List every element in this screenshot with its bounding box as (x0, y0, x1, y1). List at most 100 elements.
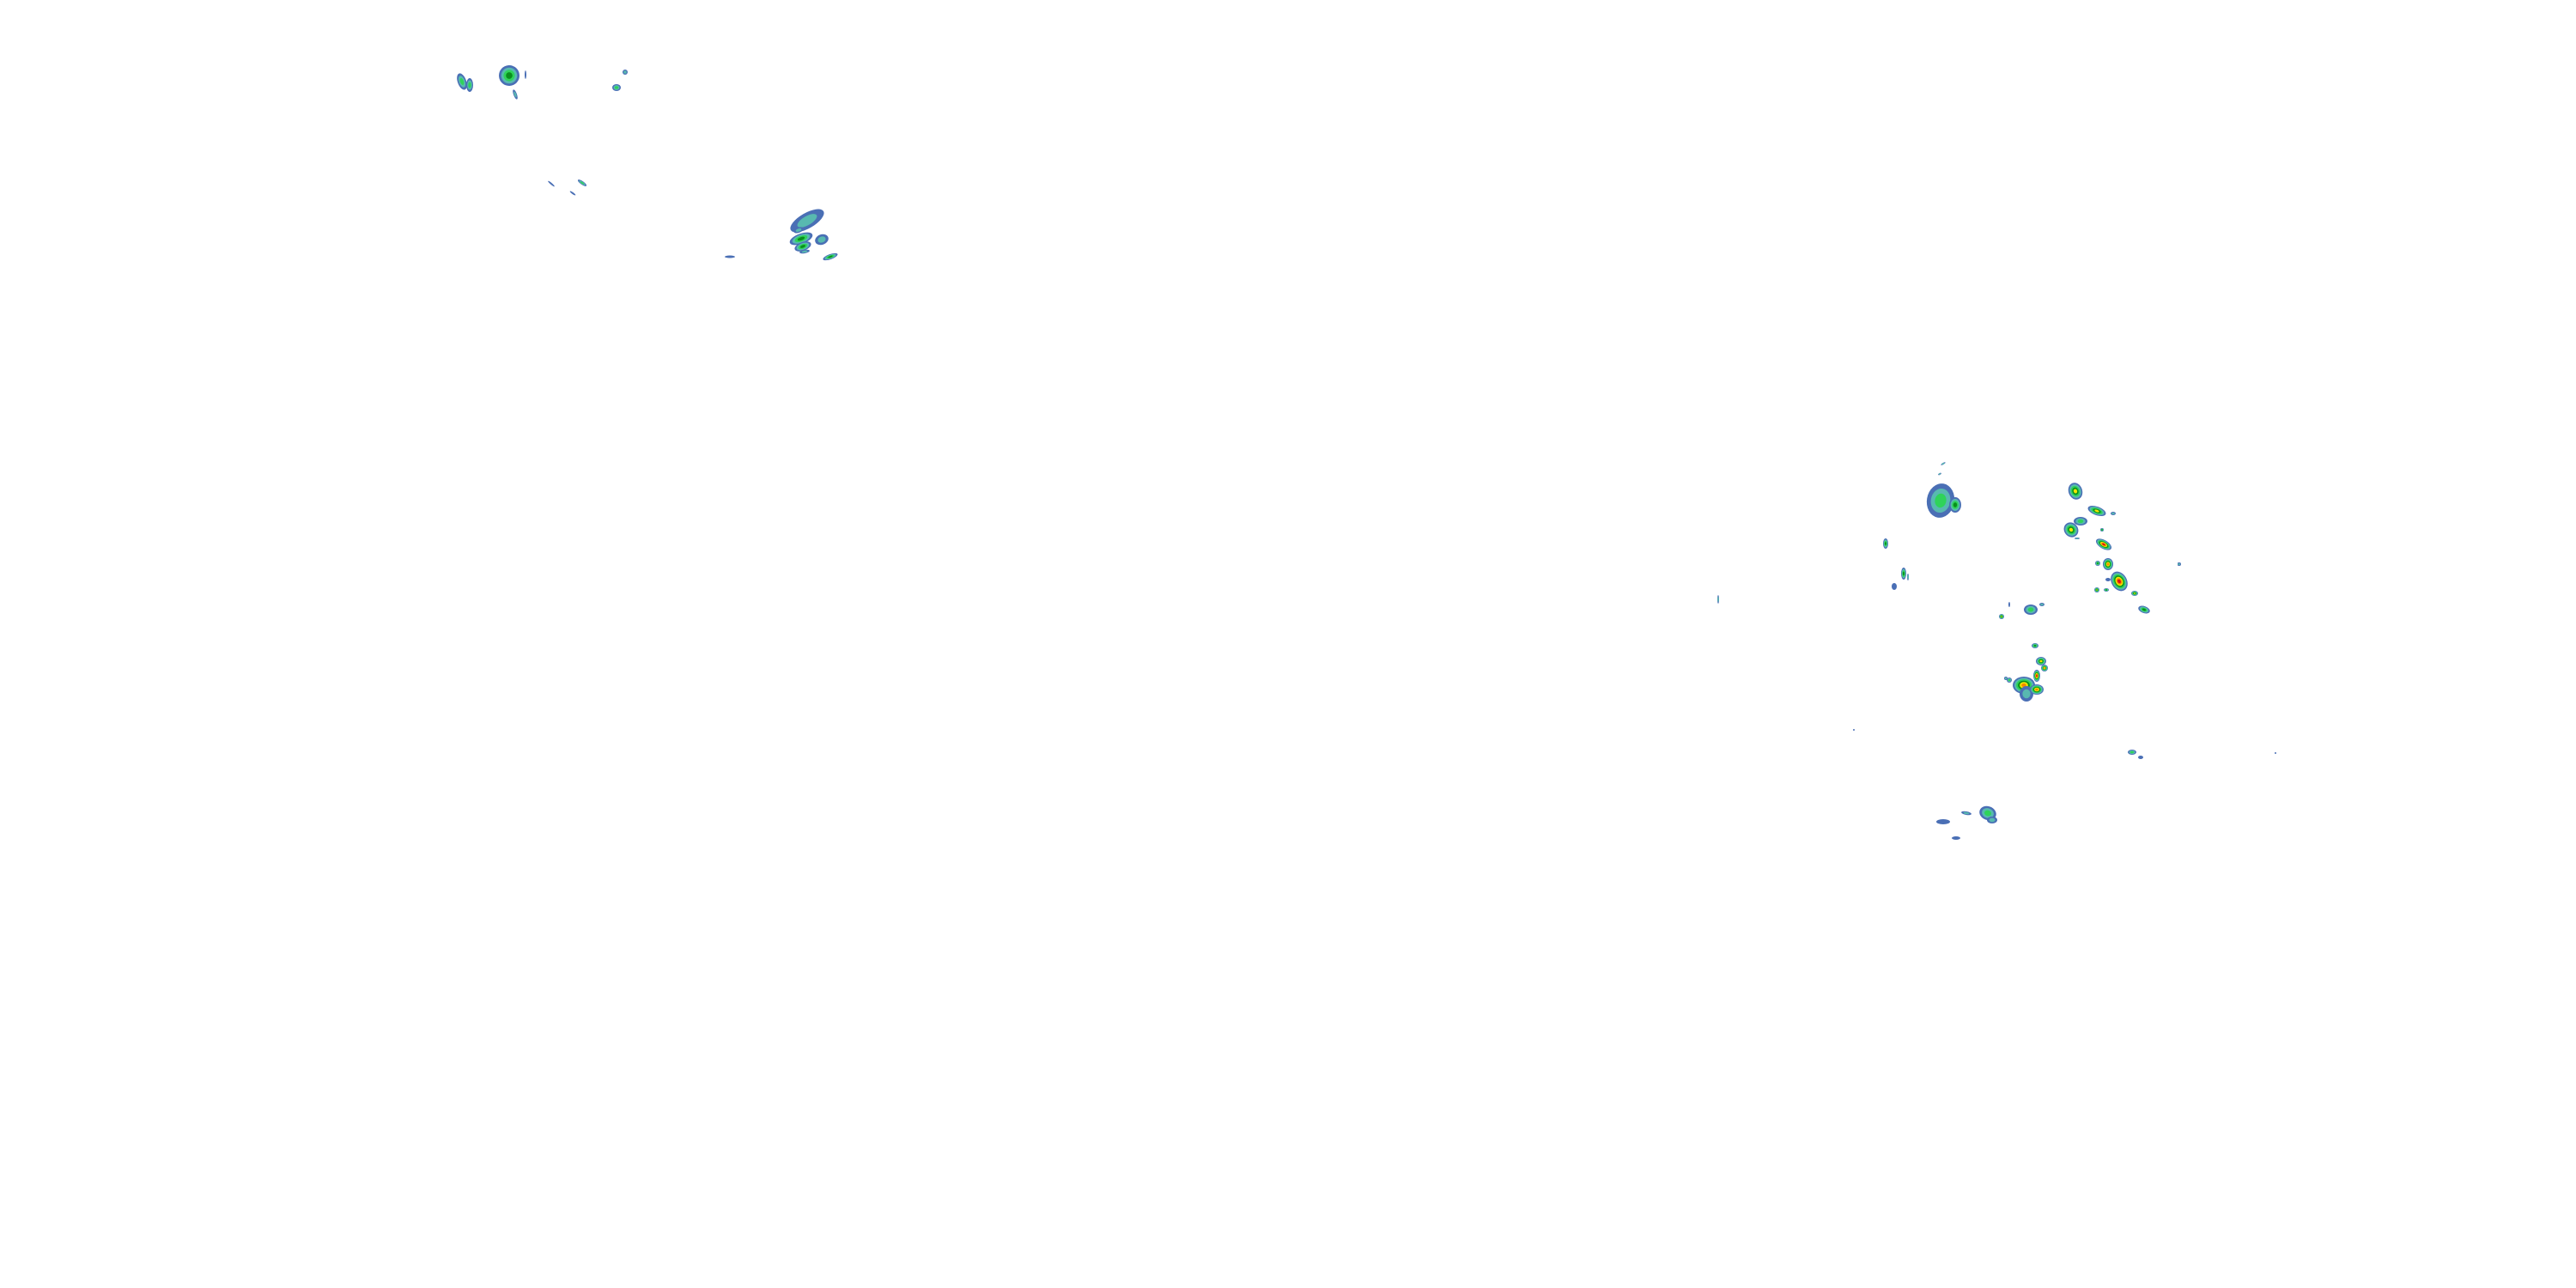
precipitation-cell (2094, 587, 2099, 592)
precipitation-cell (2178, 562, 2179, 566)
reflectivity-band (797, 214, 817, 228)
precipitation-cell (2030, 684, 2044, 695)
precipitation-cells (457, 65, 2276, 840)
precipitation-cell (2007, 677, 2012, 683)
reflectivity-band (2105, 578, 2111, 581)
precipitation-cell (2275, 752, 2276, 754)
precipitation-cell (1999, 614, 2004, 619)
precipitation-cell (2068, 483, 2083, 500)
reflectivity-band (2142, 608, 2147, 611)
reflectivity-band (614, 86, 619, 89)
precipitation-cell (1961, 811, 1971, 816)
precipitation-cell (2105, 578, 2111, 581)
reflectivity-band (797, 236, 805, 241)
precipitation-cell (457, 73, 467, 90)
precipitation-cell (499, 65, 519, 86)
reflectivity-band (2021, 683, 2026, 688)
reflectivity-band (2106, 562, 2110, 566)
precipitation-cell (725, 255, 735, 258)
reflectivity-band (1963, 811, 1970, 815)
reflectivity-band (828, 255, 833, 258)
reflectivity-band (2039, 659, 2043, 663)
reflectivity-band (459, 78, 465, 85)
precipitation-cell (2033, 670, 2040, 682)
reflectivity-band (1953, 502, 1958, 507)
precipitation-cell (1717, 595, 1719, 604)
precipitation-cell (2104, 588, 2109, 592)
precipitation-cell (799, 249, 810, 254)
precipitation-cell (1901, 568, 1906, 580)
reflectivity-band (1907, 574, 1909, 580)
reflectivity-band (2096, 589, 2098, 591)
precipitation-cell (2131, 591, 2138, 596)
reflectivity-band (513, 91, 517, 98)
reflectivity-band (2001, 616, 2002, 617)
precipitation-cell (577, 179, 587, 186)
reflectivity-band (569, 191, 576, 196)
precipitation-cell (548, 180, 555, 187)
precipitation-cell (1892, 583, 1897, 590)
precipitation-cell (815, 234, 829, 246)
reflectivity-band (2129, 750, 2135, 754)
precipitation-cell (1926, 483, 1955, 518)
reflectivity-band (2077, 519, 2084, 524)
precipitation-cell (2138, 756, 2143, 759)
precipitation-cell (2100, 528, 2104, 532)
precipitation-cell (1883, 538, 1888, 549)
reflectivity-band (799, 245, 806, 248)
reflectivity-band (2044, 667, 2045, 669)
precipitation-cell (2138, 605, 2150, 614)
reflectivity-band (525, 70, 526, 79)
precipitation-cell (1936, 819, 1950, 824)
reflectivity-band (623, 70, 627, 74)
reflectivity-band (2105, 589, 2107, 591)
reflectivity-band (1938, 473, 1941, 475)
precipitation-cell (2111, 571, 2128, 592)
precipitation-cell (2020, 686, 2033, 702)
reflectivity-band (2073, 489, 2078, 494)
reflectivity-band (2004, 677, 2008, 680)
reflectivity-band (1853, 729, 1855, 731)
reflectivity-band (2069, 527, 2074, 532)
reflectivity-band (548, 180, 555, 187)
precipitation-cell (1941, 462, 1946, 465)
precipitation-cell (2008, 602, 2010, 607)
precipitation-cell (2128, 750, 2136, 755)
precipitation-cell (1987, 817, 1997, 823)
precipitation-cell (623, 70, 628, 75)
reflectivity-band (2036, 674, 2038, 677)
reflectivity-band (1984, 810, 1992, 817)
reflectivity-band (1892, 583, 1897, 590)
reflectivity-band (2133, 592, 2136, 594)
reflectivity-band (580, 181, 585, 185)
reflectivity-band (2111, 512, 2115, 515)
precipitation-cell (794, 241, 811, 252)
precipitation-cell (569, 191, 576, 196)
precipitation-cell (1949, 497, 1961, 513)
reflectivity-band (1903, 571, 1905, 576)
precipitation-cell (2039, 603, 2044, 606)
reflectivity-band (506, 72, 513, 79)
reflectivity-band (2027, 607, 2034, 612)
precipitation-cell (2095, 538, 2112, 550)
precipitation-cell (2087, 505, 2106, 517)
precipitation-cell (2074, 517, 2087, 526)
reflectivity-band (2075, 538, 2079, 539)
reflectivity-band (1952, 836, 1960, 840)
precipitation-cell (2041, 665, 2048, 671)
precipitation-cell (2004, 677, 2008, 680)
precipitation-cell (790, 209, 824, 233)
precipitation-cell (1952, 836, 1960, 840)
reflectivity-band (2008, 678, 2011, 682)
precipitation-cell (2103, 558, 2113, 570)
reflectivity-band (1941, 462, 1945, 465)
reflectivity-band (2097, 562, 2099, 564)
precipitation-cell (2024, 605, 2038, 615)
reflectivity-band (2178, 562, 2179, 566)
reflectivity-band (2040, 603, 2044, 606)
precipitation-cell (2095, 561, 2100, 566)
precipitation-cell (1853, 729, 1855, 731)
precipitation-cell (525, 70, 526, 79)
precipitation-cell (2075, 538, 2080, 539)
